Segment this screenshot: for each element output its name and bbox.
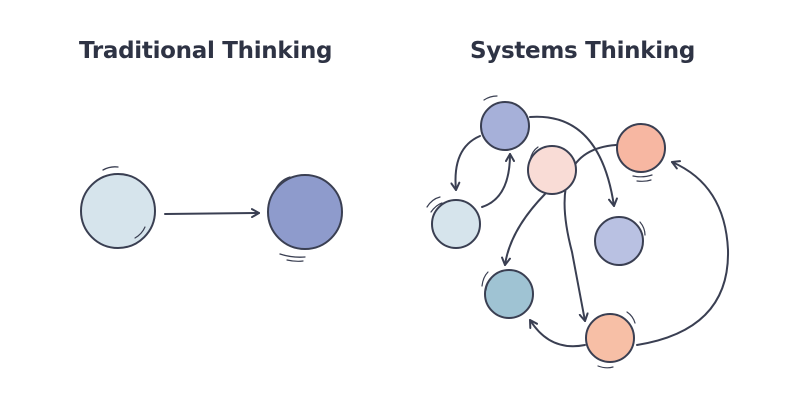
connector-n7-to-n6 <box>529 319 586 348</box>
node-n3-circle <box>616 123 666 173</box>
effect-highlight-mark <box>274 176 291 191</box>
node-n4-mark-2 <box>430 202 443 213</box>
cause-shade-mark <box>134 226 146 239</box>
system-node-n3 <box>616 123 666 182</box>
node-n2-mark <box>529 146 539 161</box>
cause-circle <box>80 173 156 249</box>
cause-highlight-mark <box>102 166 119 171</box>
node-n7-circle <box>585 313 635 363</box>
system-node-n6 <box>481 269 534 319</box>
node-n4-mark-1 <box>426 196 441 208</box>
node-n3-mark-2 <box>636 179 652 182</box>
node-n5-circle <box>594 216 644 266</box>
node-n3-mark-1 <box>632 174 653 178</box>
node-n7-mark-2 <box>597 365 614 369</box>
systems-panel <box>426 95 730 369</box>
node-n4-circle <box>431 199 481 249</box>
traditional-cause-node <box>80 166 156 249</box>
system-node-n2 <box>527 145 577 195</box>
system-node-n1 <box>480 95 530 151</box>
connector-n4-to-n1 <box>481 153 515 208</box>
system-node-n5 <box>594 216 646 266</box>
traditional-effect-node <box>267 174 343 262</box>
node-n6-mark-2 <box>485 278 492 291</box>
connector-n1-to-n5 <box>529 115 618 207</box>
traditional-thinking-title: Traditional Thinking <box>79 38 333 64</box>
node-n1-mark <box>483 95 498 101</box>
node-n7-mark-1 <box>626 311 636 324</box>
connector-n2-to-n6 <box>501 193 546 266</box>
effect-shade-mark-2 <box>286 259 304 262</box>
node-n1-circle <box>480 101 530 151</box>
effect-circle <box>267 174 343 250</box>
cause-effect-arrow <box>164 208 260 219</box>
system-node-n4 <box>426 196 481 249</box>
system-node-n7 <box>585 311 636 369</box>
node-n6-mark-1 <box>481 271 489 287</box>
node-n2-circle <box>527 145 577 195</box>
systems-thinking-title: Systems Thinking <box>470 38 696 64</box>
traditional-panel <box>80 166 343 262</box>
node-n6-circle <box>484 269 534 319</box>
effect-shade-mark-1 <box>279 253 306 258</box>
connector-n1-to-n4 <box>450 135 481 191</box>
connector-n7-to-n3 <box>636 160 730 346</box>
node-n5-mark <box>639 221 646 236</box>
